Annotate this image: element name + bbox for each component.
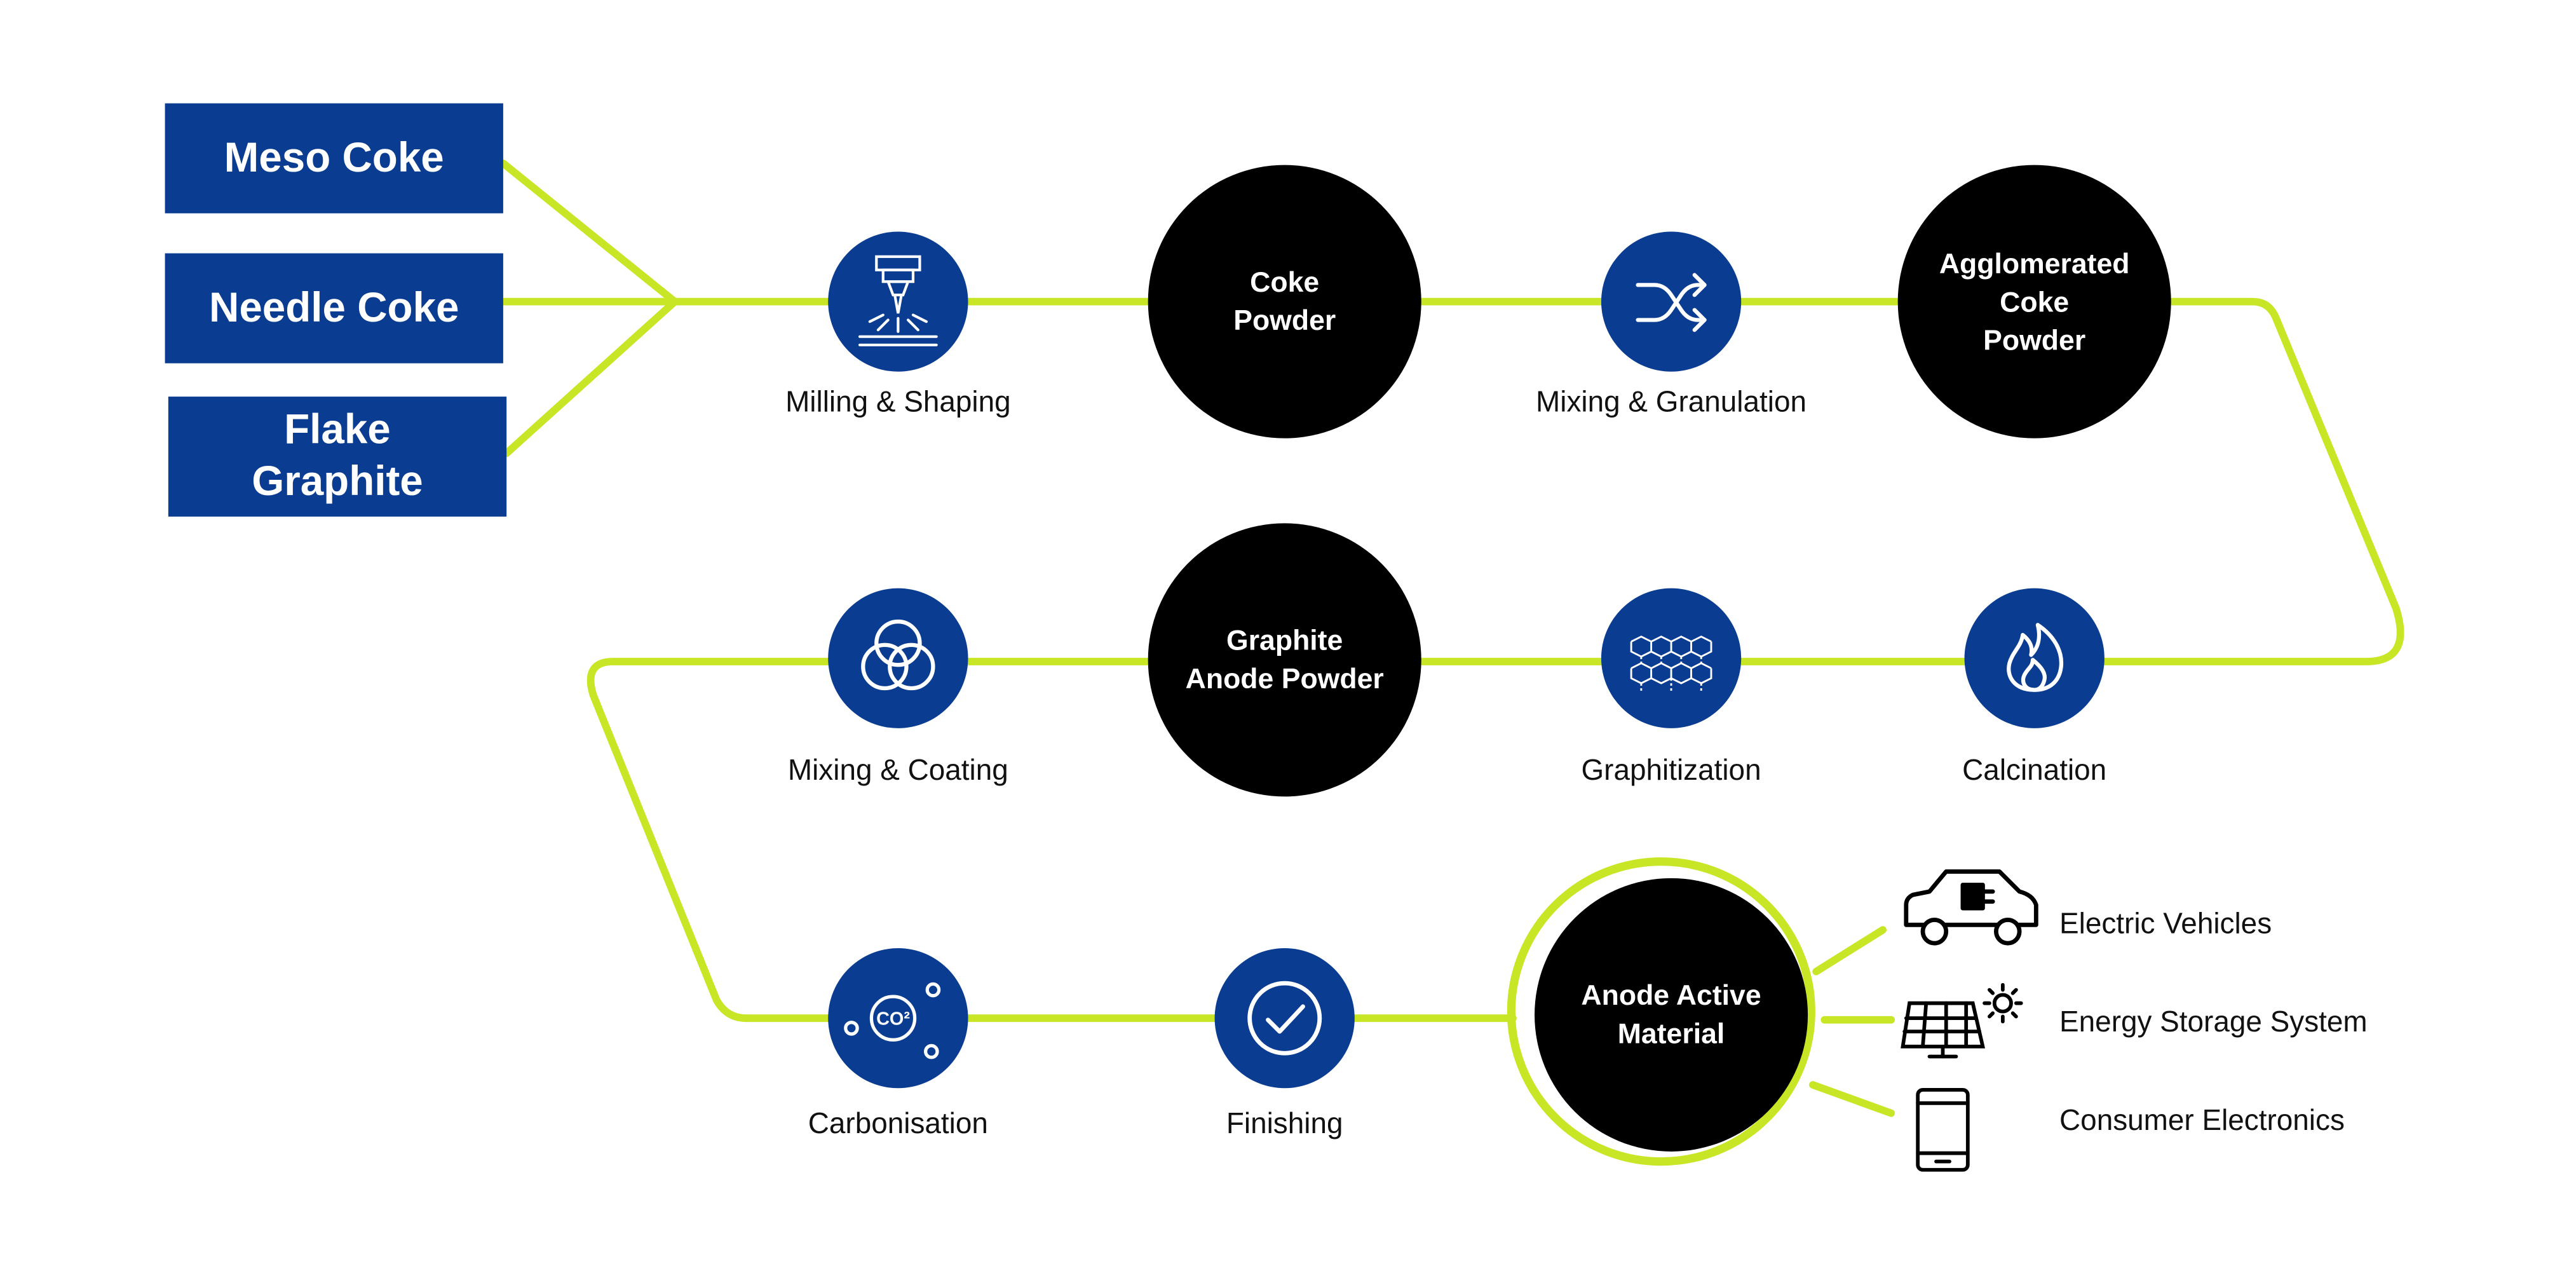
step-finishing (1214, 948, 1355, 1089)
milling-icon (858, 255, 938, 346)
app-label-electric-vehicles: Electric Vehicles (2059, 906, 2272, 940)
checkmark-icon (1247, 981, 1322, 1056)
step-label-calcination: Calcination (1962, 753, 2107, 787)
app-line-ce (1809, 1081, 1895, 1117)
source-line-meso (499, 160, 679, 306)
source-needle-coke: Needle Coke (165, 253, 503, 364)
step-label-finishing: Finishing (1226, 1106, 1343, 1140)
source-line-flake (503, 297, 679, 458)
electric-car-icon (1904, 869, 2038, 946)
step-carbonisation: CO² (828, 948, 968, 1089)
step-label-milling: Milling & Shaping (785, 384, 1011, 419)
product-anode-active-label: Anode Active Material (1581, 979, 1761, 1050)
step-label-mixing-granulation: Mixing & Granulation (1536, 384, 1807, 419)
product-coke-powder-label: Coke Powder (1233, 266, 1336, 337)
product-anode-active-material: Anode Active Material (1535, 878, 1808, 1152)
app-label-energy-storage: Energy Storage System (2059, 1005, 2368, 1038)
step-mixing-granulation (1601, 231, 1742, 372)
svg-text:CO²: CO² (876, 1009, 910, 1030)
anode-ring (1507, 857, 1815, 1166)
shuffle-icon (1636, 273, 1707, 332)
step-mixing-coating (828, 588, 968, 728)
step-label-graphitization: Graphitization (1581, 753, 1761, 787)
source-meso-coke: Meso Coke (165, 103, 503, 214)
flame-icon (2007, 623, 2064, 692)
overlapping-circles-icon (861, 619, 935, 691)
co2-icon: CO² (844, 982, 941, 1059)
step-graphitization (1601, 588, 1742, 728)
main-flow-path (586, 297, 2404, 1023)
smartphone-icon (1916, 1088, 1970, 1172)
app-label-consumer-electronics: Consumer Electronics (2059, 1103, 2345, 1137)
step-calcination (1964, 588, 2105, 728)
graphene-lattice-icon (1630, 636, 1712, 692)
step-label-carbonisation: Carbonisation (808, 1106, 988, 1140)
source-flake-graphite: Flake Graphite (168, 397, 507, 517)
product-coke-powder: Coke Powder (1148, 165, 1421, 439)
product-agglomerated-label: Agglomerated Coke Powder (1939, 247, 2130, 356)
product-graphite-anode-powder: Graphite Anode Powder (1148, 523, 1421, 797)
solar-panel-icon (1901, 982, 2023, 1059)
product-graphite-anode-label: Graphite Anode Powder (1185, 625, 1384, 695)
step-milling-shaping (828, 231, 968, 372)
app-line-ev (1812, 926, 1887, 976)
product-agglomerated-coke-powder: Agglomerated Coke Powder (1897, 165, 2171, 439)
step-label-mixing-coating: Mixing & Coating (787, 753, 1008, 787)
